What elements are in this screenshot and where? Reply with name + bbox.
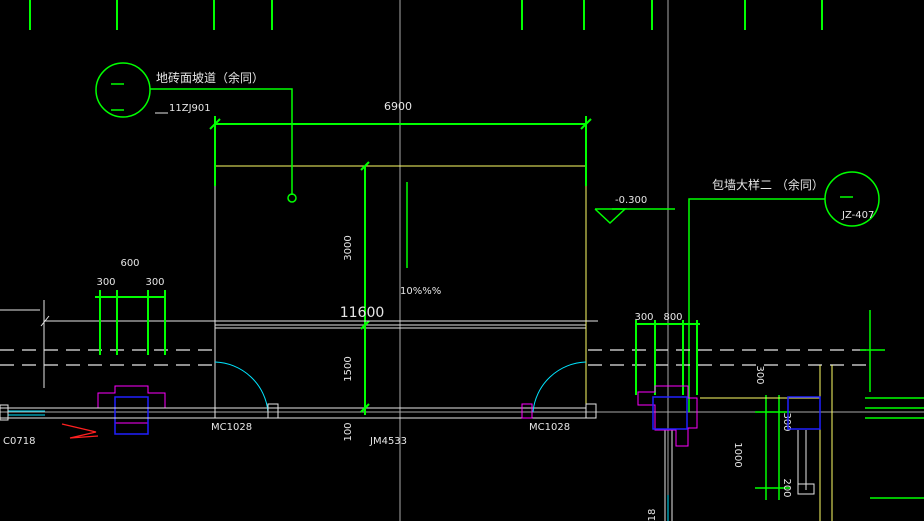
column-right bbox=[637, 385, 698, 447]
window-label-left: C0718 bbox=[3, 436, 35, 447]
right-wall bbox=[700, 365, 833, 521]
callout-left-text: 地砖面坡道（余同） bbox=[156, 70, 264, 85]
window-left bbox=[0, 404, 215, 439]
door-left bbox=[214, 361, 279, 419]
dimension-600-label: 600 bbox=[120, 258, 139, 269]
dimension-1500-label: 1500 bbox=[343, 356, 354, 381]
dimension-100-label: 100 bbox=[343, 422, 354, 441]
vertical-dimension bbox=[360, 161, 408, 415]
right-wall-white bbox=[664, 430, 815, 521]
right-column-dims bbox=[635, 320, 700, 395]
door-label-left: MC1028 bbox=[211, 422, 252, 433]
callout-left bbox=[95, 62, 297, 203]
column-left bbox=[97, 385, 166, 435]
left-column-dims bbox=[95, 290, 166, 355]
top-green-ticks bbox=[29, 0, 823, 30]
dimension-11600-label: 11600 bbox=[340, 305, 385, 321]
dimension-300b-label: 300 bbox=[145, 277, 164, 288]
dimension-300v2-label: 300 bbox=[781, 412, 792, 431]
dimension-1000-label: 1000 bbox=[732, 442, 743, 467]
callout-right-ref: JZ-407 bbox=[841, 210, 874, 221]
door-right bbox=[521, 361, 597, 419]
callout-left-ref: 11ZJ901 bbox=[169, 103, 211, 114]
column-far-right bbox=[787, 396, 821, 430]
callout-right bbox=[688, 171, 880, 412]
right-side-dims bbox=[755, 310, 924, 500]
level-mark-label: -0.300 bbox=[615, 195, 647, 206]
slope-label: 10%%% bbox=[400, 286, 441, 297]
dimension-3000-label: 3000 bbox=[343, 235, 354, 260]
dimension-6900-label: 6900 bbox=[384, 100, 412, 113]
dimension-18-label: 18 bbox=[647, 509, 658, 521]
dimension-11600 bbox=[0, 300, 598, 388]
dimension-6900 bbox=[209, 116, 592, 186]
level-mark bbox=[594, 208, 675, 225]
door-label-right: MC1028 bbox=[529, 422, 570, 433]
dimension-300v1-label: 300 bbox=[754, 365, 765, 384]
dimension-200-label: 200 bbox=[781, 478, 792, 497]
door-label-center: JM4533 bbox=[369, 436, 407, 447]
dimension-300c-label: 300 bbox=[634, 312, 653, 323]
callout-right-text: 包墙大样二 （余同） bbox=[712, 177, 824, 192]
dimension-800-label: 800 bbox=[663, 312, 682, 323]
dimension-300a-label: 300 bbox=[96, 277, 115, 288]
dashed-lines bbox=[0, 349, 870, 366]
